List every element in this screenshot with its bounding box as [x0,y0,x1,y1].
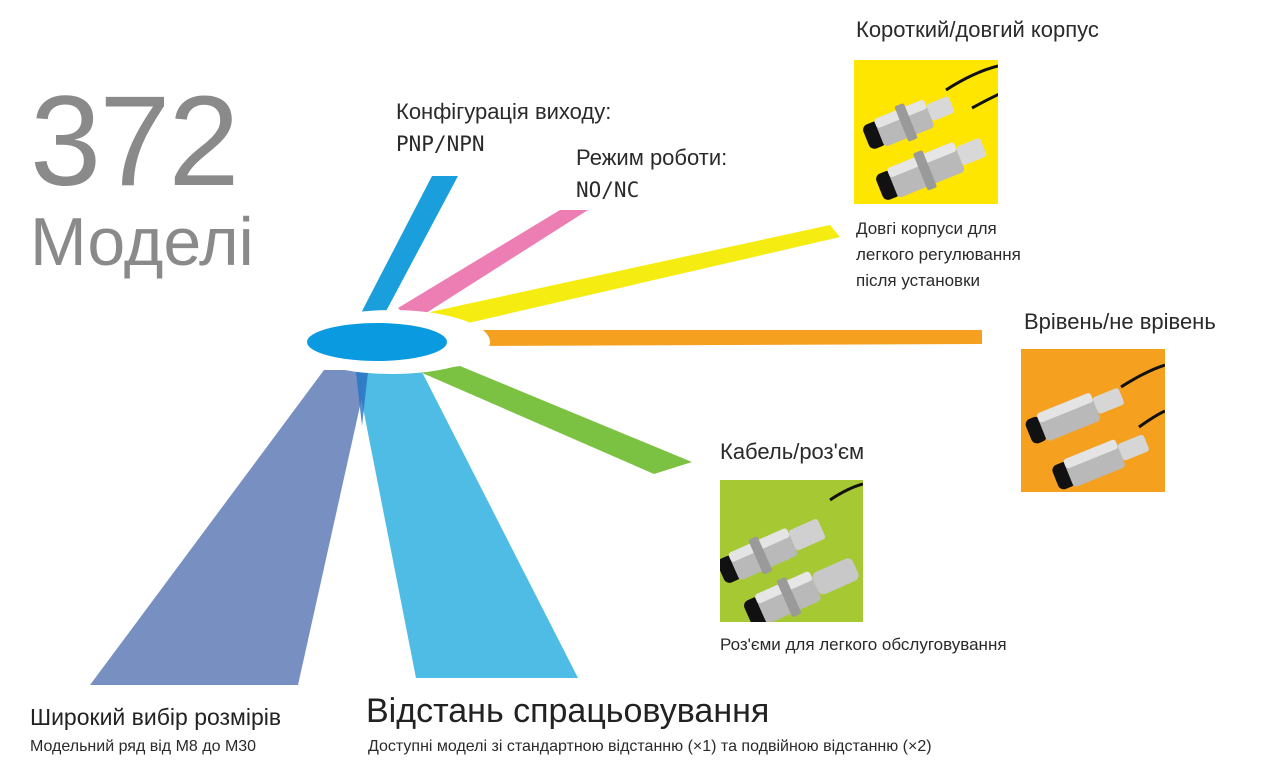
output-config-value: PNP/NPN [396,132,485,156]
sizes-subtitle: Модельний ряд від M8 до M30 [30,738,257,755]
model-count-number: 372 [30,70,240,213]
distance-title: Відстань спрацьовування [366,692,770,730]
housing-desc-line-2: легкого регулювання [856,245,1021,264]
sensor-pair-flush-image [1021,349,1165,492]
distance-beam [356,372,578,678]
flush-beam [470,330,982,346]
flush-title: Врівень/не врівень [1024,309,1216,334]
housing-title: Короткий/довгий корпус [856,17,1099,42]
sizes-title: Широкий вибір розмірів [30,704,282,730]
connection-desc: Роз'єми для легкого обслуговування [720,635,1007,654]
housing-desc-line-1: Довгі корпуси для [856,219,997,238]
operation-mode-title: Режим роботи: [576,145,728,170]
housing-beam [430,225,840,330]
connection-title: Кабель/роз'єм [720,439,865,464]
sizes-beam [90,370,368,685]
sensor-pair-long-short-image [854,60,998,204]
sensor-pair-cable-connector-image [720,480,863,622]
output-config-title: Конфігурація виходу: [396,99,612,124]
housing-desc-line-3: після установки [856,271,980,290]
distance-subtitle: Доступні моделі зі стандартною відстанню… [368,738,932,755]
operation-mode-value: NO/NC [576,178,640,202]
output-config-beam [360,176,458,315]
connection-beam [420,366,692,474]
beam-overlap [356,372,368,426]
model-count-unit: Моделі [30,204,254,280]
operation-mode-beam [398,210,588,322]
hub [307,323,447,361]
